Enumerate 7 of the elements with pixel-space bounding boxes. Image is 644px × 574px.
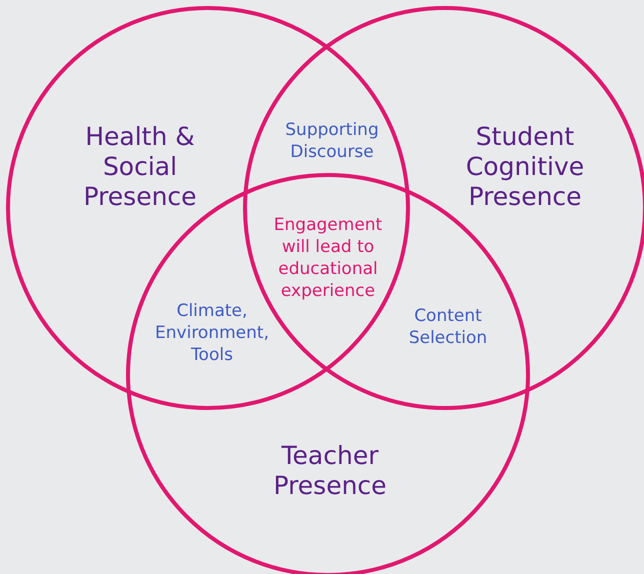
circle-title: Health & Social Presence bbox=[82, 122, 198, 212]
circle-title: Student Cognitive Presence bbox=[464, 122, 586, 212]
overlap-label: Engagement will lead to educational experience bbox=[272, 214, 384, 302]
circle-title: Teacher Presence bbox=[272, 441, 388, 501]
overlap-label: Climate, Environment, Tools bbox=[154, 300, 270, 366]
overlap-label: Supporting Discourse bbox=[284, 119, 380, 163]
overlap-label: Content Selection bbox=[408, 305, 488, 349]
